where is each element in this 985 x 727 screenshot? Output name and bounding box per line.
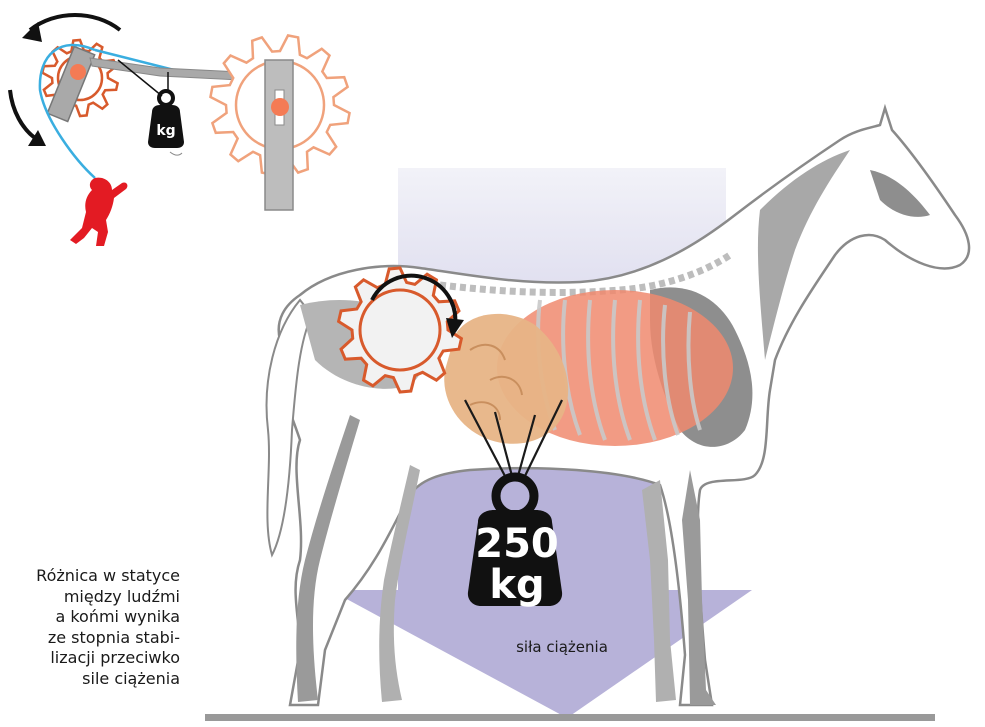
caption-text: Różnica w statyce między ludźmi a końmi … [0,566,180,689]
large-weight-unit: kg [489,562,544,608]
human-figure-icon [70,178,127,246]
small-weight-unit: kg [156,123,175,139]
ground-line [205,714,935,721]
gravity-label: siła ciążenia [516,638,608,656]
large-weight-value: 250 [475,521,559,567]
lever-diagram [10,15,350,246]
